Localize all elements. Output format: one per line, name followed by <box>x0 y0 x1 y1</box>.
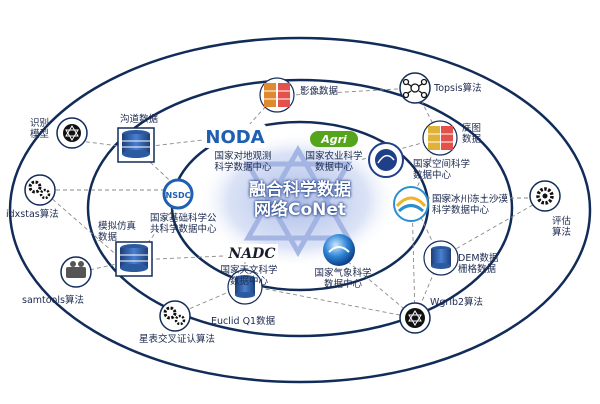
sim-data-database-icon <box>115 241 153 277</box>
center-title-line1: 融合科学数据 <box>249 180 351 200</box>
outer-ring <box>8 36 592 384</box>
nsdc-logo: NSDC <box>162 178 194 210</box>
space-center-label: 国家空间科学 数据中心 <box>413 159 471 181</box>
noda-logo: NODA <box>204 124 266 148</box>
noda-center-label: 国家对地观测 科学数据中心 <box>214 151 272 173</box>
wgrib2-label: Wgrib2算法 <box>430 297 484 308</box>
dem-label: DEM数据 栅格数据 <box>458 253 499 275</box>
basic-center-label: 国家基础科学公 共科学数据中心 <box>150 213 217 235</box>
space-center-seal <box>368 142 404 178</box>
identify-model-icon <box>56 117 88 149</box>
topsis-icon <box>399 72 431 104</box>
star-cross-icon <box>159 300 191 332</box>
sim-data-label: 模拟仿真 数据 <box>98 221 137 243</box>
evaluate-gear-icon <box>529 180 561 212</box>
identify-model-label: 识别 模型 <box>30 118 50 140</box>
glacier-center-logo <box>393 186 429 222</box>
agri-logo-text: Agri <box>320 133 347 146</box>
meteo-center-label: 国家气象科学 数据中心 <box>314 268 372 290</box>
center-network-icon <box>243 144 353 258</box>
image-data-icon <box>259 77 295 113</box>
glacier-center-label: 国家冰川冻土沙漠 科学数据中心 <box>432 194 509 216</box>
middle-ring <box>86 78 514 338</box>
channel-data-database-icon <box>117 127 155 163</box>
euclid-label: Euclid Q1数据 <box>211 316 276 327</box>
nadc-logo-text: NADC <box>228 246 276 262</box>
noda-logo-text: NODA <box>205 127 264 148</box>
samtools-label: samtools算法 <box>22 295 84 306</box>
dem-data-database-icon <box>423 240 459 276</box>
wgrib2-icon <box>399 302 431 334</box>
agri-center-label: 国家农业科学 数据中心 <box>305 151 363 173</box>
agri-logo: Agri <box>310 131 358 147</box>
evaluate-label: 评估 算法 <box>552 216 572 238</box>
nadc-logo: NADC <box>226 244 278 262</box>
idxstas-gear-icon <box>24 174 56 206</box>
image-data-label: 影像数据 <box>300 86 339 97</box>
euclid-database-icon <box>227 269 263 305</box>
astro-center-label: 国家天文科学 数据中心 <box>220 265 278 287</box>
samtools-icon <box>60 256 92 288</box>
base-map-icon <box>422 120 458 156</box>
idxstas-label: idxstas算法 <box>6 209 59 220</box>
nsdc-logo-text: NSDC <box>166 191 191 200</box>
channel-data-label: 沟道数据 <box>120 114 159 125</box>
center-title: 融合科学数据 网络CoNet <box>249 180 351 220</box>
base-map-label: 底图 数据 <box>462 123 482 145</box>
star-cross-label: 星表交叉证认算法 <box>139 334 216 345</box>
center-title-line2: 网络CoNet <box>253 200 347 220</box>
meteo-center-logo <box>323 234 355 266</box>
topsis-label: Topsis算法 <box>434 83 482 94</box>
